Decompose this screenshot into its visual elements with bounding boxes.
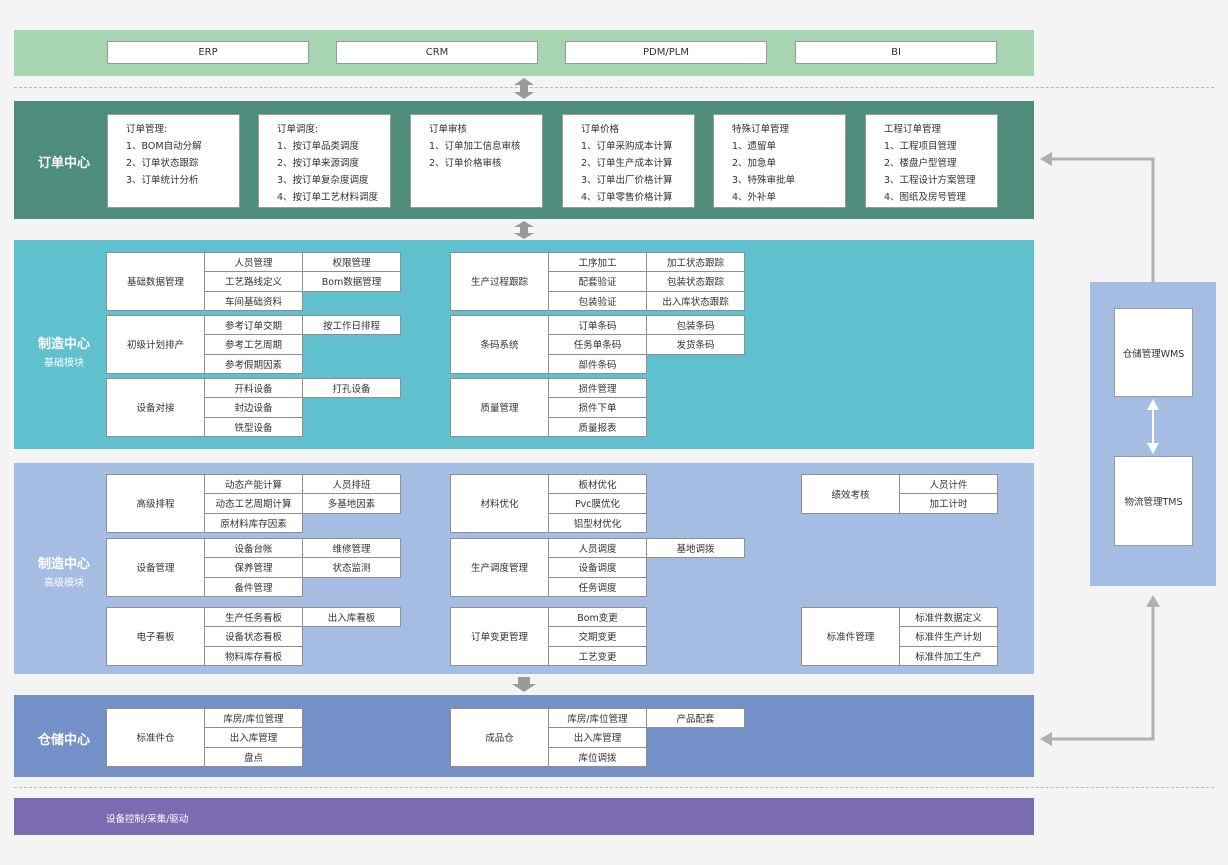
- down-arrow-icon: [512, 677, 536, 692]
- module-group-name[interactable]: 订单变更管理: [450, 607, 549, 666]
- mfg-adv-label: 制造中心高级模块: [37, 557, 90, 589]
- module-item[interactable]: 出入库看板: [302, 607, 401, 628]
- device-layer-band: [14, 798, 1034, 835]
- order-center-label: 订单中心: [37, 156, 90, 171]
- order-card-title: 订单调度:: [277, 124, 319, 135]
- side-to-order-line: [1050, 157, 1155, 282]
- module-group-name[interactable]: 高级排程: [106, 474, 205, 533]
- system-crm[interactable]: CRM: [336, 41, 538, 64]
- module-item[interactable]: 出入库状态跟踪: [646, 290, 745, 311]
- module-item[interactable]: 按工作日排程: [302, 315, 401, 336]
- module-group-name[interactable]: 基础数据管理: [106, 252, 205, 311]
- side-to-warehouse-line: [1050, 605, 1155, 741]
- order-card-item: 1、BOM自动分解: [126, 141, 202, 152]
- order-card-item: 2、按订单来源调度: [277, 158, 360, 169]
- order-card-item: 3、工程设计方案管理: [884, 175, 976, 186]
- order-card-item: 1、遗留单: [732, 141, 777, 152]
- order-card-item: 3、订单统计分析: [126, 175, 199, 186]
- order-card-item: 1、工程项目管理: [884, 141, 957, 152]
- double-arrow-icon: [514, 78, 534, 239]
- system-erp[interactable]: ERP: [107, 41, 309, 64]
- module-item[interactable]: 多基地因素: [302, 493, 401, 514]
- module-item[interactable]: 包装状态跟踪: [646, 271, 745, 292]
- module-group-name[interactable]: 成品仓: [450, 708, 549, 767]
- module-group-name[interactable]: 绩效考核: [801, 474, 900, 514]
- order-card-title: 订单价格: [581, 124, 620, 135]
- module-item[interactable]: 库位调拨: [548, 746, 647, 767]
- order-card-item: 4、外补单: [732, 192, 777, 203]
- order-card-item: 1、按订单品类调度: [277, 141, 360, 152]
- module-group-name[interactable]: 质量管理: [450, 378, 549, 437]
- order-card-item: 2、订单状态跟踪: [126, 158, 199, 169]
- order-card[interactable]: 订单管理: 1、BOM自动分解 2、订单状态跟踪 3、订单统计分析: [107, 114, 240, 208]
- module-item[interactable]: 铝型材优化: [548, 512, 647, 533]
- module-item[interactable]: 原材料库存因素: [204, 512, 303, 533]
- device-layer-label: 设备控制/采集/驱动: [106, 814, 189, 825]
- module-group-name[interactable]: 初级计划排产: [106, 315, 205, 374]
- system-pdm-plm[interactable]: PDM/PLM: [565, 41, 767, 64]
- module-group-name[interactable]: 设备对接: [106, 378, 205, 437]
- order-card-title: 订单管理:: [126, 124, 168, 135]
- order-card-item: 3、特殊审批单: [732, 175, 796, 186]
- module-item[interactable]: 质量报表: [548, 416, 647, 437]
- module-item[interactable]: Bom数据管理: [302, 271, 401, 292]
- order-card[interactable]: 工程订单管理 1、工程项目管理 2、楼盘户型管理 3、工程设计方案管理 4、图纸及房号管…: [865, 114, 998, 208]
- module-item[interactable]: 打孔设备: [302, 378, 401, 399]
- module-item[interactable]: 物料库存看板: [204, 645, 303, 666]
- module-item[interactable]: 基地调拨: [646, 538, 745, 559]
- divider-top: [14, 87, 1214, 88]
- order-card[interactable]: 订单调度: 1、按订单品类调度 2、按订单来源调度 3、按订单复杂度调度 4、按订单工艺…: [258, 114, 391, 208]
- module-item[interactable]: 部件条码: [548, 353, 647, 374]
- order-card-item: 2、订单价格审核: [429, 158, 502, 169]
- order-card[interactable]: 订单审核 1、订单加工信息审核 2、订单价格审核: [410, 114, 543, 208]
- module-item[interactable]: 任务调度: [548, 576, 647, 597]
- tms-box[interactable]: 物流管理TMS: [1114, 456, 1193, 546]
- order-card-item: 3、按订单复杂度调度: [277, 175, 369, 186]
- order-card-item: 1、订单加工信息审核: [429, 141, 521, 152]
- order-card-item: 2、加急单: [732, 158, 777, 169]
- order-card-title: 特殊订单管理: [732, 124, 790, 135]
- order-card[interactable]: 订单价格 1、订单采购成本计算 2、订单生产成本计算 3、订单出厂价格计算 4、订单零售…: [562, 114, 695, 208]
- module-item[interactable]: 产品配套: [646, 708, 745, 729]
- module-item[interactable]: 标准件加工生产: [899, 645, 998, 666]
- module-item[interactable]: 备件管理: [204, 576, 303, 597]
- order-card-title: 工程订单管理: [884, 124, 942, 135]
- order-card-item: 2、楼盘户型管理: [884, 158, 957, 169]
- module-item[interactable]: 铣型设备: [204, 416, 303, 437]
- mfg-basic-label: 制造中心基础模块: [37, 337, 90, 369]
- module-group-name[interactable]: 电子看板: [106, 607, 205, 666]
- order-card-item: 4、订单零售价格计算: [581, 192, 673, 203]
- module-group-name[interactable]: 标准件管理: [801, 607, 900, 666]
- order-card-item: 4、按订单工艺材料调度: [277, 192, 379, 203]
- module-item[interactable]: 车间基础资料: [204, 290, 303, 311]
- module-item[interactable]: 加工计时: [899, 493, 998, 514]
- module-group-name[interactable]: 标准件仓: [106, 708, 205, 767]
- wms-box[interactable]: 仓储管理WMS: [1114, 308, 1193, 397]
- order-card-title: 订单审核: [429, 124, 468, 135]
- divider-bottom: [14, 787, 1214, 788]
- system-bi[interactable]: BI: [795, 41, 997, 64]
- order-card-item: 3、订单出厂价格计算: [581, 175, 673, 186]
- order-card-item: 4、图纸及房号管理: [884, 192, 967, 203]
- order-card-item: 2、订单生产成本计算: [581, 158, 673, 169]
- module-group-name[interactable]: 生产调度管理: [450, 538, 549, 597]
- module-item[interactable]: 参考假期因素: [204, 353, 303, 374]
- module-item[interactable]: 盘点: [204, 746, 303, 767]
- module-item[interactable]: 状态监测: [302, 557, 401, 578]
- warehouse-label: 仓储中心: [37, 733, 90, 748]
- module-item[interactable]: 工艺变更: [548, 645, 647, 666]
- order-card[interactable]: 特殊订单管理 1、遗留单 2、加急单 3、特殊审批单 4、外补单: [713, 114, 846, 208]
- order-card-item: 1、订单采购成本计算: [581, 141, 673, 152]
- module-item[interactable]: 发货条码: [646, 334, 745, 355]
